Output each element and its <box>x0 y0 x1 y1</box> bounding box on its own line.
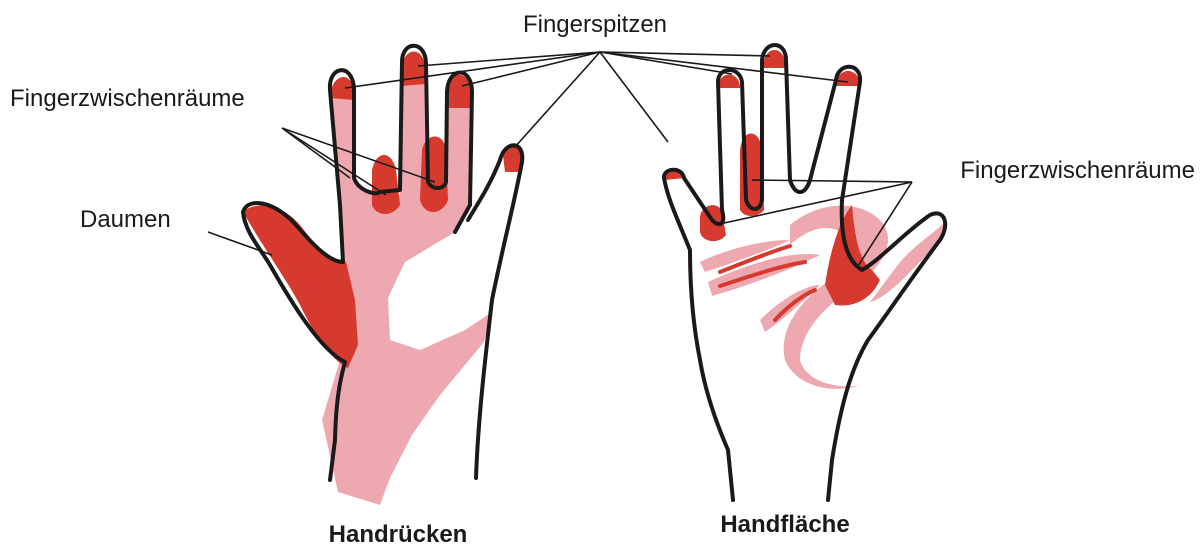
palm-fingertip-1 <box>718 75 740 89</box>
back-of-hand-interdigital-2 <box>420 137 448 213</box>
back-of-hand-illustration <box>243 46 522 505</box>
leader-interdigital-right-1 <box>752 180 912 182</box>
back-of-hand-interdigital-1 <box>372 155 400 214</box>
leader-lines <box>208 52 912 266</box>
leader-fingertips-5 <box>600 52 668 142</box>
palm-illustration <box>664 45 945 500</box>
label-fingertips: Fingerspitzen <box>523 11 667 38</box>
label-back-of-hand: Handrücken <box>329 521 468 548</box>
label-thumb: Daumen <box>80 206 171 233</box>
palm-fingertip-2 <box>763 50 786 68</box>
back-of-hand-fingertip-1 <box>330 77 354 100</box>
label-palm: Handfläche <box>720 511 849 538</box>
label-interdigital-right: Fingerzwischenräume <box>960 157 1195 184</box>
back-of-hand-fingertip-2 <box>401 51 426 86</box>
label-interdigital-left: Fingerzwischenräume <box>10 85 245 112</box>
leader-fingertips-4 <box>514 52 600 148</box>
